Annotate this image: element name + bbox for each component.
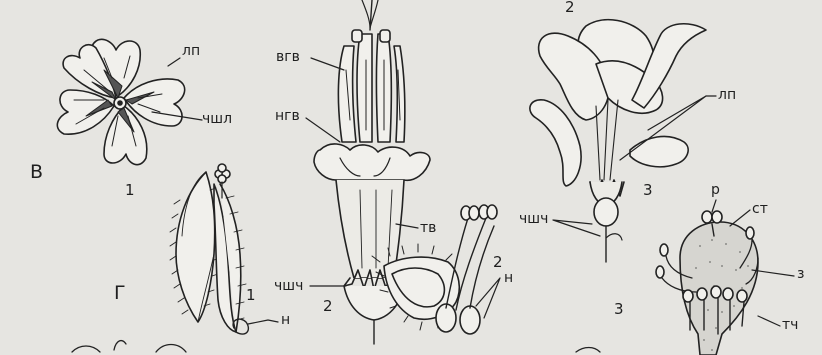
number-1-bud: 1 (246, 288, 256, 303)
label-ngv: нгв (275, 109, 300, 123)
label-n-bud: н (281, 313, 290, 327)
number-3-flower: 3 (643, 183, 653, 198)
label-n-stamens: н (504, 271, 513, 285)
label-tch: тч (782, 318, 798, 332)
label-st: ст (752, 202, 768, 216)
label-vgv: вгв (276, 50, 300, 64)
five-petal-flower-top-view (57, 39, 202, 164)
bud-with-hairs (170, 164, 278, 334)
label-r: р (711, 183, 720, 197)
label-lp-right: лп (718, 88, 736, 102)
number-2-stamens: 2 (493, 255, 503, 270)
label-chshch: чшч (274, 279, 303, 293)
ovary-with-stamens (656, 200, 794, 355)
label-chshl: чшл (202, 112, 232, 126)
zygomorphic-flower-side-view (530, 20, 716, 262)
number-1-flower: 1 (125, 183, 135, 198)
bottom-row-sketch-fragments (72, 341, 600, 352)
label-chshch-right: чшч (519, 212, 548, 226)
label-z: з (797, 267, 804, 281)
number-3-ovary: 3 (614, 302, 624, 317)
number-2-flower: 2 (323, 299, 333, 314)
label-tv: тв (420, 221, 436, 235)
number-2-top-right: 2 (565, 0, 575, 15)
section-label-v: В (30, 163, 43, 182)
label-lp: лп (182, 44, 200, 58)
section-label-g: Г (114, 284, 126, 303)
